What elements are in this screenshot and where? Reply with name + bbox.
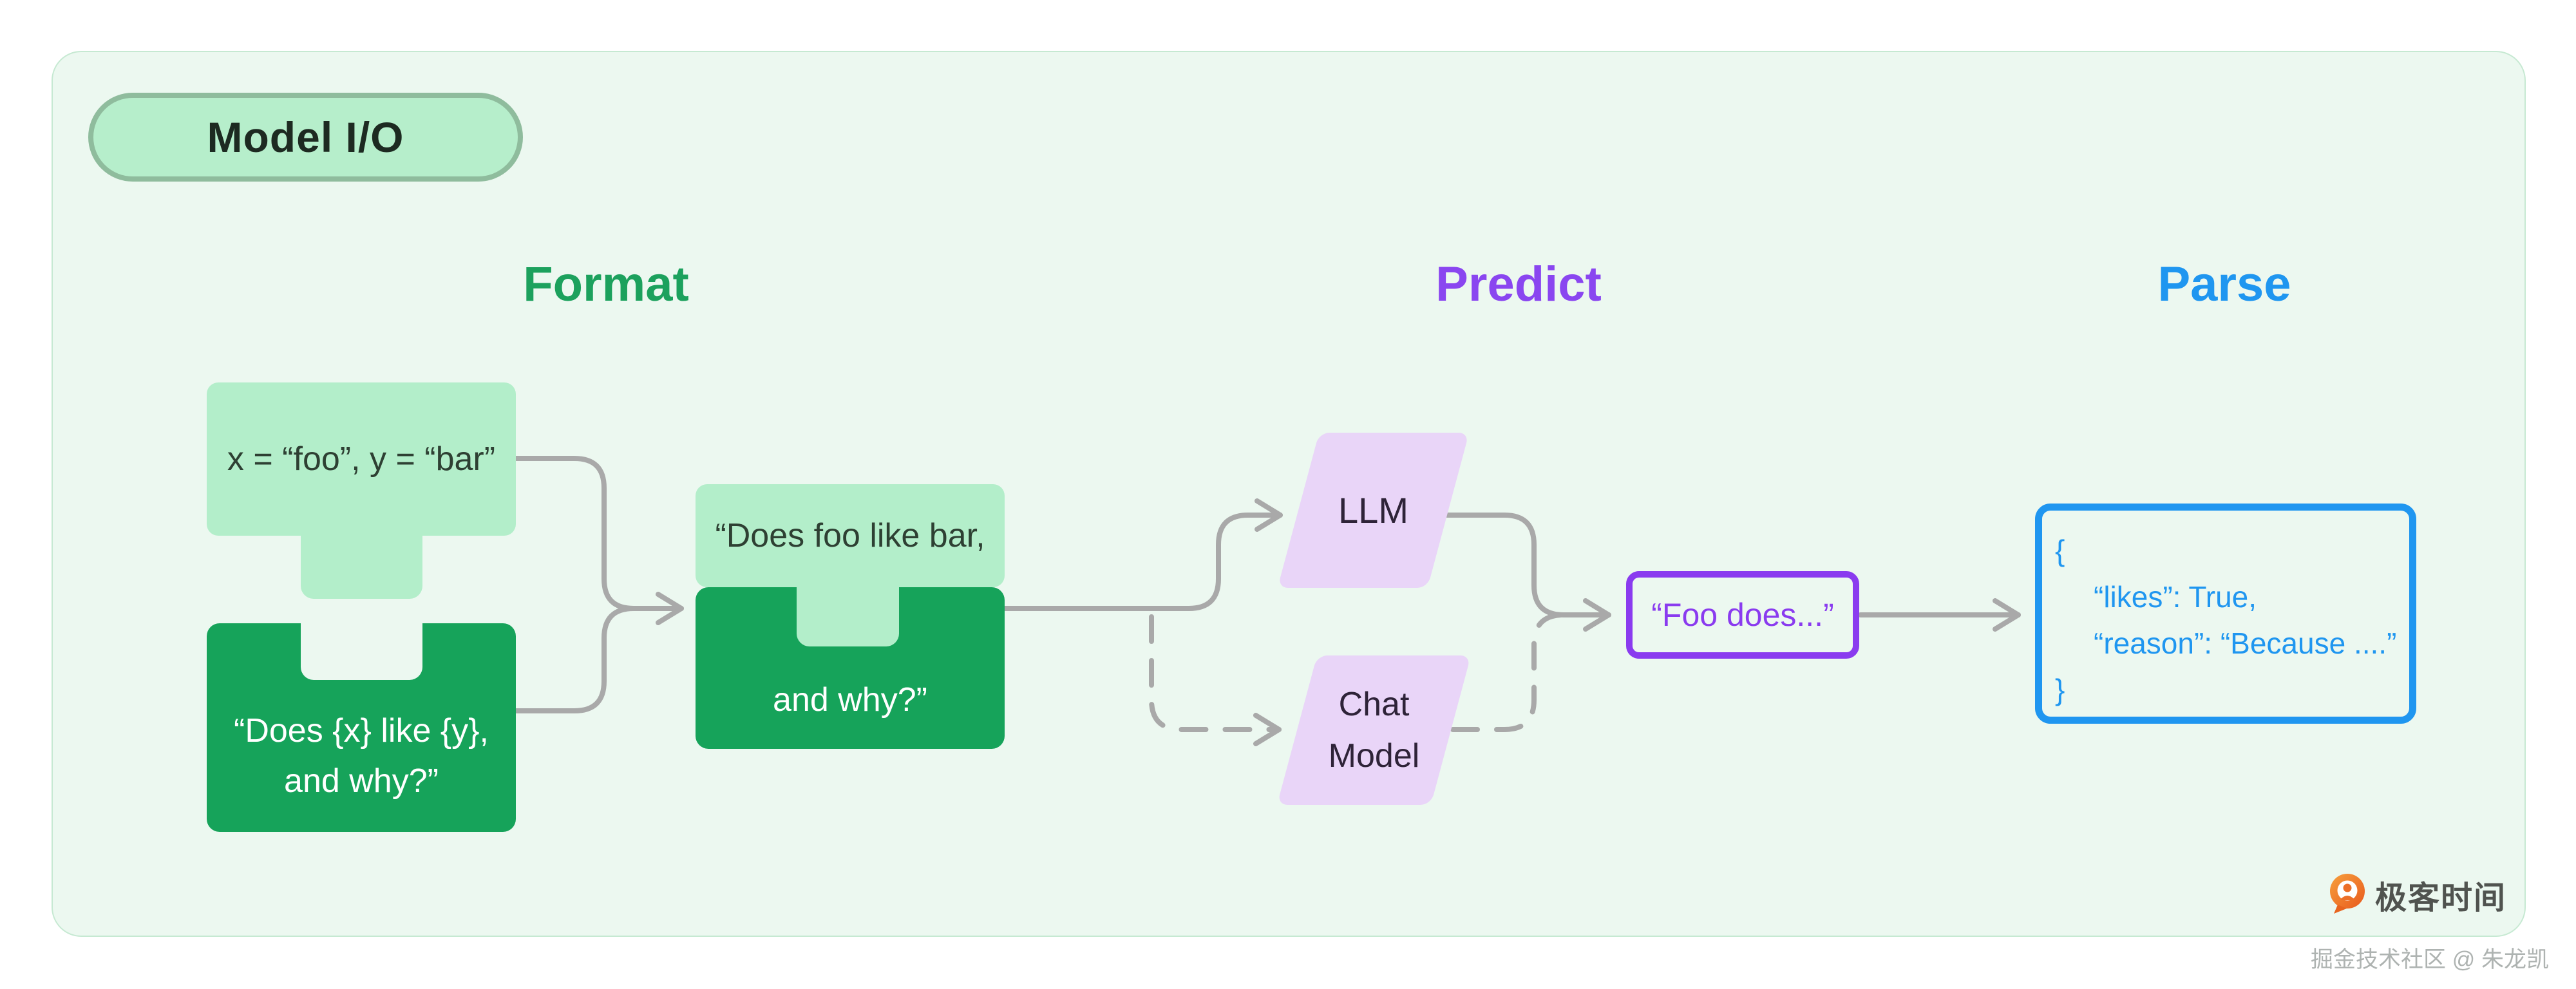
arrow-prompt-to-llm [1002,498,1283,611]
parsed-line-close-brace: } [2055,673,2065,706]
model-io-badge: Model I/O [88,93,523,182]
arrow-variables-to-prompt [513,456,684,625]
parsed-line-open-brace: { [2055,534,2065,567]
completion-node: “Foo does...” [1626,571,1859,659]
prompt-line2: and why?” [773,681,927,719]
arrow-prompt-to-chat-model-dashed [1149,614,1282,746]
chat-model-line1: Chat [1338,686,1410,723]
prompt-node-light: “Does foo like bar, [696,484,1005,587]
arrow-llm-to-completion [1444,513,1611,632]
section-header-format: Format [523,257,689,312]
variables-node: x = “foo”, y = “bar” [207,382,516,536]
line-chat-model-to-completion-dashed [1450,612,1566,732]
section-header-parse: Parse [2157,257,2291,312]
chat-model-label: Chat Model [1297,655,1451,805]
watermark-text: 掘金技术社区 @ 朱龙凯 [2311,947,2549,972]
parsed-output-node: { “likes”: True, “reason”: “Because ....… [2035,504,2416,724]
parsed-line-likes: “likes”: True, [2094,580,2257,614]
parsed-line-reason: “reason”: “Because ....” [2094,626,2397,660]
completion-text: “Foo does...” [1651,597,1834,633]
line-template-to-merge [513,606,636,713]
section-header-predict: Predict [1435,257,1602,312]
prompt-template-text: “Does {x} like {y}, and why?” [207,680,516,832]
geektime-logo: 极客时间 [2329,871,2506,919]
prompt-line1: “Does foo like bar, [715,517,985,554]
prompt-template-line2: and why?” [284,762,439,800]
model-io-badge-label: Model I/O [207,113,404,161]
prompt-template-line1: “Does {x} like {y}, [234,712,489,749]
geektime-logo-icon [2329,872,2366,918]
variables-text: x = “foo”, y = “bar” [227,440,496,478]
variables-node-tab [301,534,422,599]
geektime-brand-text: 极客时间 [2375,880,2507,916]
llm-label: LLM [1338,490,1408,531]
prompt-template-notch [301,623,422,680]
chat-model-line2: Model [1328,737,1420,775]
prompt-node-tab [797,583,899,646]
